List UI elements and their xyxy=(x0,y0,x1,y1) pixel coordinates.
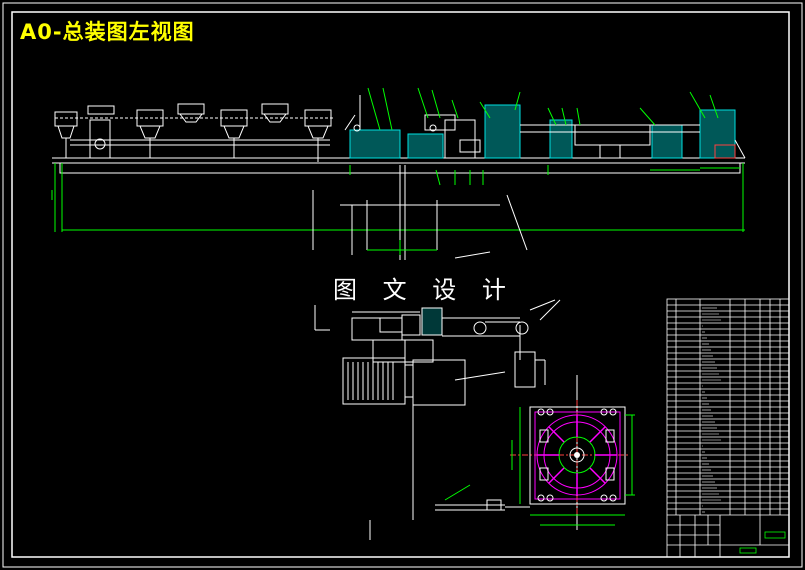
inner-border xyxy=(11,11,790,558)
bom-row-lines xyxy=(667,304,789,513)
motor-fins xyxy=(347,362,394,400)
drawing-title: A0-总装图左视图 xyxy=(20,20,195,44)
front-assembly-view xyxy=(51,87,746,260)
plan-view-rotary-table xyxy=(435,375,635,530)
motor-body xyxy=(342,357,406,405)
watermark-text: 图 文 设 计 xyxy=(333,276,515,304)
title-block xyxy=(667,514,789,557)
bill-of-materials-table xyxy=(666,298,790,558)
callout-leaders xyxy=(349,87,719,186)
left-manipulator-stations xyxy=(54,103,335,162)
side-detail-view xyxy=(314,299,561,540)
right-machine-section xyxy=(344,95,746,171)
